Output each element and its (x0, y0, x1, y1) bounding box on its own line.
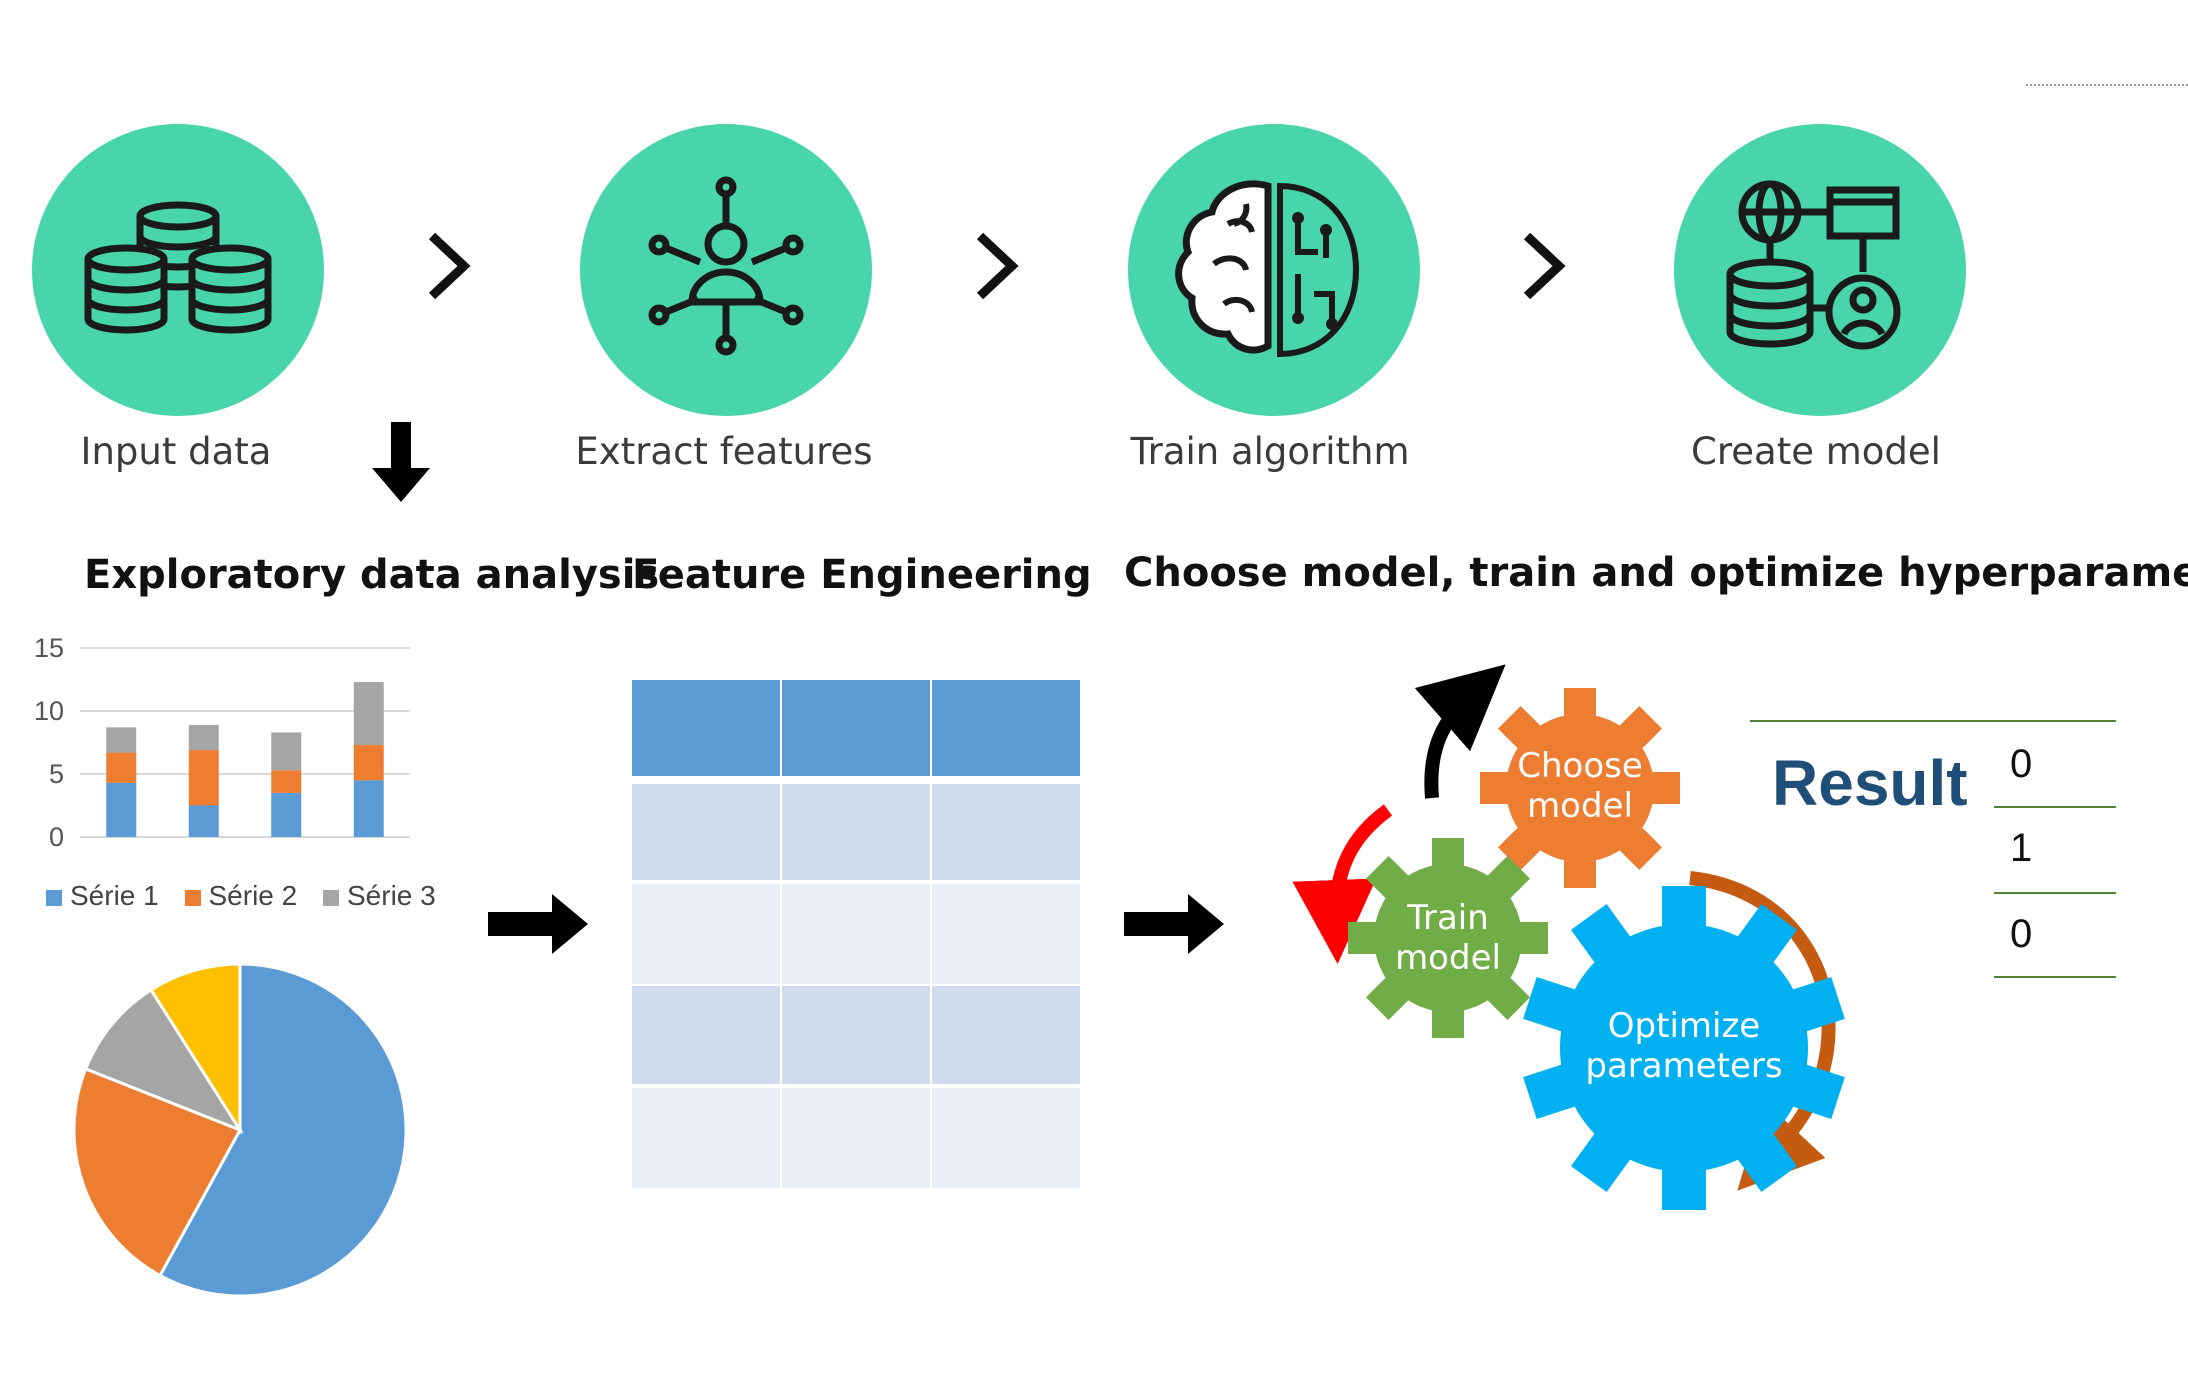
optimize-line1: Optimize (1607, 1006, 1761, 1046)
optimize-parameters-label: Optimize parameters (1564, 1006, 1804, 1086)
result-value: 0 (2010, 742, 2033, 786)
train-algorithm-circle (1128, 124, 1420, 416)
cycle-arrow-red (1292, 804, 1393, 964)
train-model-gear (1348, 838, 1548, 1038)
bar-segment (106, 727, 137, 753)
choose-model-line2: model (1527, 786, 1633, 826)
pie-chart (72, 962, 408, 1298)
bar-segment (271, 770, 302, 793)
result-title: Result (1772, 747, 1968, 819)
bar-segment (188, 724, 219, 751)
table-header-cell (782, 680, 930, 776)
step-label-extract: Extract features (575, 430, 873, 473)
result-row-line (1994, 976, 2116, 978)
table-cell (782, 1088, 930, 1188)
optimize-line2: parameters (1585, 1046, 1783, 1086)
result-top-line (1750, 720, 2116, 722)
bar-segment (353, 780, 384, 837)
y-tick-label: 15 (33, 633, 64, 663)
bar-segment (271, 792, 302, 837)
section-title-eda: Exploratory data analysis (84, 552, 660, 598)
person-network-icon (648, 176, 804, 356)
table-cell (632, 884, 780, 984)
cycle-arrow-brown (1689, 871, 1836, 1191)
result-value: 0 (2010, 912, 2033, 956)
chevron-right-icon (976, 232, 1019, 300)
choose-model-label: Choose model (1480, 746, 1680, 826)
table-header-cell (932, 680, 1080, 776)
table-cell (932, 986, 1080, 1084)
table-cell (782, 986, 930, 1084)
table-cell (932, 1088, 1080, 1188)
optimize-parameters-gear (1523, 886, 1845, 1210)
legend-swatch (323, 889, 339, 906)
train-model-line1: Train (1407, 898, 1489, 938)
database-icon (84, 201, 272, 334)
input-data-circle (32, 124, 324, 416)
table-cell (932, 884, 1080, 984)
bar-segment (106, 782, 137, 837)
chevron-right-icon (428, 232, 471, 300)
result-value: 1 (2010, 826, 2033, 870)
table-cell (632, 986, 780, 1084)
y-tick-label: 5 (48, 759, 64, 789)
choose-model-gear (1480, 688, 1680, 888)
brain-circuit-icon (1175, 180, 1360, 358)
bar-segment (106, 752, 137, 783)
legend-item: Série 1 (46, 880, 159, 911)
legend-item: Série 2 (184, 880, 298, 911)
section-title-fe: Feature Engineering (632, 552, 1092, 598)
gears-diagram (1292, 664, 1845, 1210)
pie-slice (157, 962, 408, 1298)
bar-chart-plot (80, 647, 410, 838)
result-row-line (1994, 892, 2116, 894)
step-label-train: Train algorithm (1130, 430, 1410, 473)
train-model-line2: model (1395, 938, 1501, 978)
dotted-divider (2026, 84, 2188, 86)
section-title-model: Choose model, train and optimize hyperpa… (1124, 550, 2188, 596)
bar-segment (188, 805, 219, 837)
pie-slice (148, 962, 242, 1136)
step-label-create: Create model (1691, 430, 1941, 473)
bar-segment (271, 732, 302, 771)
right-arrow-icon (1124, 894, 1224, 954)
table-cell (782, 884, 930, 984)
legend-label: Série 3 (347, 880, 436, 911)
pie-slice (83, 987, 244, 1134)
down-arrow-icon (372, 422, 430, 502)
bar-segment (353, 682, 384, 746)
legend-swatch (184, 889, 201, 906)
y-tick-label: 0 (48, 822, 64, 852)
model-schema-icon (1726, 180, 1901, 350)
bar-segment (353, 745, 384, 781)
step-label-input: Input data (80, 430, 272, 473)
pie-slice (72, 1066, 243, 1278)
choose-model-line1: Choose (1517, 746, 1643, 786)
legend-item: Série 3 (323, 880, 436, 911)
legend-swatch (46, 889, 62, 906)
table-cell (932, 784, 1080, 880)
y-tick-label: 10 (33, 696, 64, 726)
bar-chart-legend: Série 1 Série 2 Série 3 (46, 880, 454, 912)
bar-segment (188, 750, 219, 806)
table-cell (782, 784, 930, 880)
table-cell (632, 784, 780, 880)
result-row-line (1994, 806, 2116, 808)
cycle-arrow-black (1414, 664, 1506, 799)
legend-label: Série 1 (70, 880, 159, 911)
train-model-label: Train model (1348, 898, 1548, 978)
create-model-circle (1674, 124, 1966, 416)
legend-label: Série 2 (208, 880, 298, 911)
table-cell (632, 1088, 780, 1188)
chevron-right-icon (1523, 232, 1566, 300)
right-arrow-icon (488, 894, 588, 954)
table-header-cell (632, 680, 780, 776)
extract-features-circle (580, 124, 872, 416)
